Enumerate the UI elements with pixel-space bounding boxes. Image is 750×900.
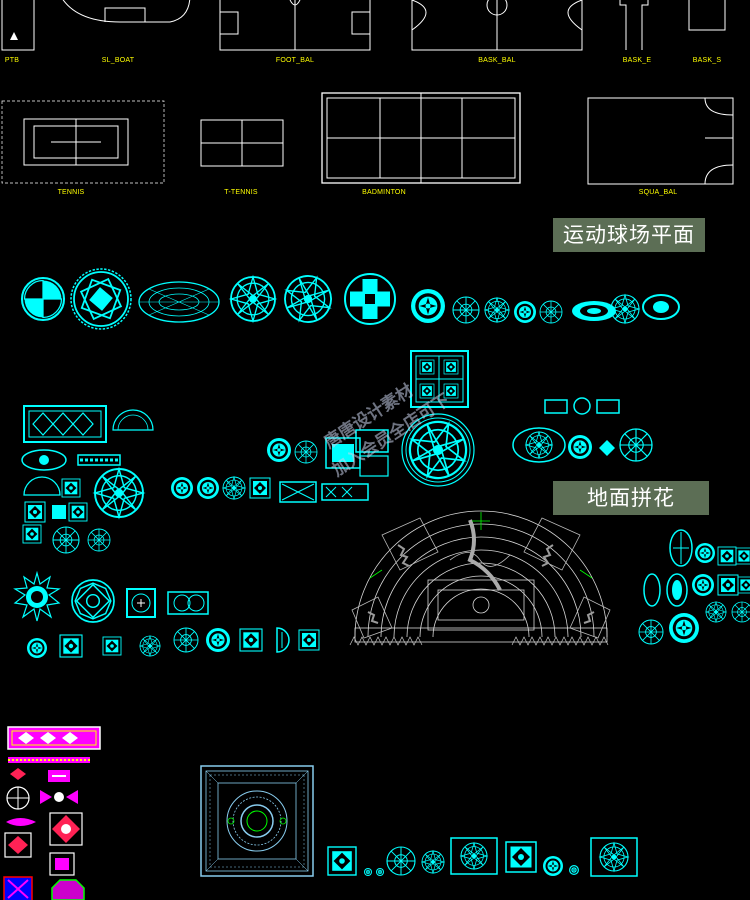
court-label-squa-bal: SQUA_BAL <box>638 189 678 196</box>
court-label-tennis: TENNIS <box>57 189 85 196</box>
court-row-top <box>1 0 726 51</box>
court-label-sl-boat: SL_BOAT <box>101 57 135 64</box>
court-label-badminton: BADMINTON <box>362 189 406 196</box>
floor-pattern-row-3 <box>13 570 319 658</box>
court-label-ptb: PTB <box>4 57 20 64</box>
section-tag-sports-courts: 运动球场平面 <box>553 218 705 252</box>
court-label-t-tennis: T-TENNIS <box>224 189 258 196</box>
bottom-small-patterns <box>328 838 638 876</box>
floor-pattern-row-2 <box>22 350 653 554</box>
floor-pattern-right-column <box>638 529 750 645</box>
court-row-second <box>1 92 734 185</box>
court-label-bask-bal: BASK_BAL <box>478 57 516 64</box>
court-label-bask-e: BASK_E <box>622 57 652 64</box>
bottom-square-pattern <box>200 765 314 877</box>
floor-pattern-row-1 <box>20 269 680 329</box>
court-label-bask-s: BASK_S <box>692 57 722 64</box>
plaza-green-guides <box>369 512 593 579</box>
court-label-foot-bal: FOOT_BAL <box>275 57 315 64</box>
section-tag-floor-patterns: 地面拼花 <box>553 481 709 515</box>
bottom-left-pattern-set <box>3 726 101 900</box>
semicircular-plaza <box>349 510 611 646</box>
